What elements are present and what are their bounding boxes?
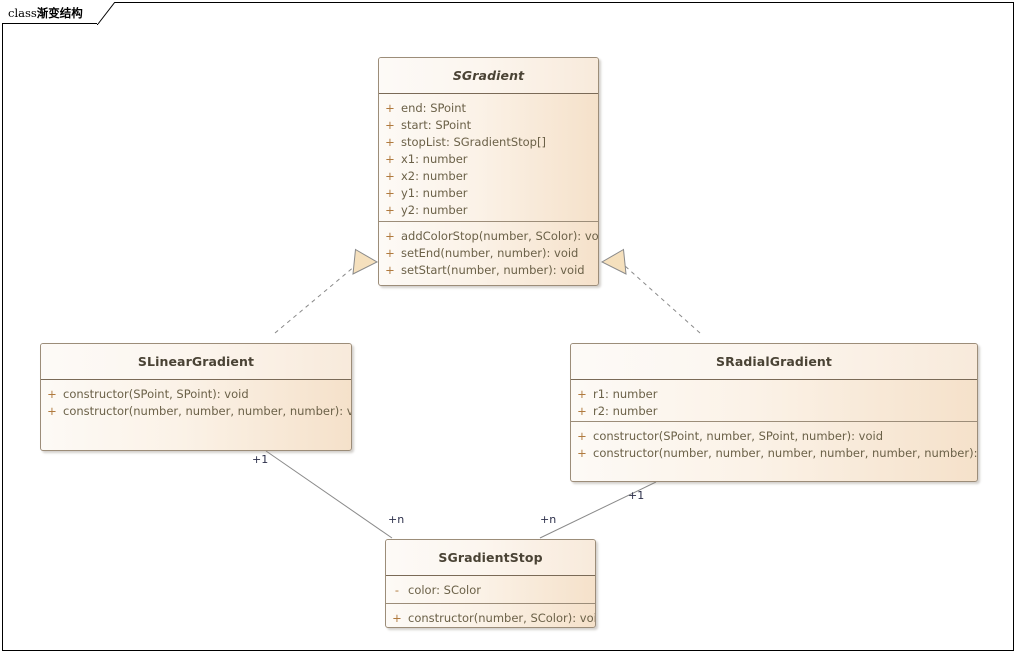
operations-compartment-sgradientstop: + constructor(number, SColor): void [386,603,595,627]
attributes-compartment-sradialgradient: + r1: number + r2: number [571,380,977,421]
member-signature: setEnd(number, number): void [401,246,579,260]
operation-row: + addColorStop(number, SColor): void [379,228,598,245]
class-header-sradialgradient: SRadialGradient [571,344,977,380]
visibility-marker: + [47,404,57,418]
class-header-slineargradient: SLinearGradient [41,344,351,380]
attribute-row: + stopList: SGradientStop[] [379,134,594,151]
member-signature: constructor(number, SColor): void [408,611,596,625]
visibility-marker: + [385,135,395,149]
visibility-marker: + [385,152,395,166]
class-box-sgradientstop[interactable]: SGradientStop - color: SColor + construc… [385,539,596,628]
visibility-marker: + [577,429,587,443]
multiplicity-radial-target: +n [540,513,557,526]
attribute-row: + y2: number [379,202,594,219]
class-box-sgradient[interactable]: SGradient + end: SPoint + start: SPoint … [378,57,599,286]
attribute-row: + r2: number [571,403,973,420]
operations-compartment-sgradient: + addColorStop(number, SColor): void + s… [379,221,598,285]
attribute-row: + end: SPoint [379,100,594,117]
class-name-sgradientstop: SGradientStop [438,550,543,565]
class-name-sgradient: SGradient [452,68,525,83]
member-signature: start: SPoint [401,118,472,132]
member-signature: color: SColor [408,583,481,597]
member-signature: r2: number [593,404,658,418]
visibility-marker: + [385,246,395,260]
attribute-row: + r1: number [571,386,973,403]
visibility-marker: + [385,186,395,200]
attribute-row: + x2: number [379,168,594,185]
member-signature: x1: number [401,152,468,166]
operation-row: + setStart(number, number): void [379,262,594,279]
member-signature: constructor(SPoint, SPoint): void [63,387,249,401]
operation-row: + constructor(SPoint, number, SPoint, nu… [571,428,973,445]
frame-label-keyword: class [8,6,37,20]
member-signature: stopList: SGradientStop[] [401,135,546,149]
class-header-sgradient: SGradient [379,58,598,94]
operations-compartment-sradialgradient: + constructor(SPoint, number, SPoint, nu… [571,421,977,468]
member-signature: y2: number [401,203,468,217]
attributes-compartment-sgradientstop: - color: SColor [386,576,595,603]
visibility-marker: + [577,404,587,418]
visibility-marker: + [385,263,395,277]
member-signature: setStart(number, number): void [401,263,585,277]
class-name-slineargradient: SLinearGradient [137,354,255,369]
visibility-marker: + [385,101,395,115]
member-signature: constructor(number, number, number, numb… [63,404,352,418]
class-box-slineargradient[interactable]: SLinearGradient + constructor(SPoint, SP… [40,343,352,451]
attribute-row: - color: SColor [386,582,591,599]
visibility-marker: + [385,169,395,183]
member-signature: end: SPoint [401,101,467,115]
frame-label-name: 渐变结构 [36,6,83,20]
class-name-sradialgradient: SRadialGradient [716,354,832,369]
multiplicity-radial-source: +1 [628,489,645,502]
frame-label-tab: class渐变结构 [2,2,116,25]
frame-label-text: class渐变结构 [8,2,83,24]
visibility-marker: + [577,446,587,460]
multiplicity-linear-target: +n [388,513,405,526]
member-signature: constructor(number, number, number, numb… [593,446,978,460]
operation-row: + setEnd(number, number): void [379,245,594,262]
member-signature: r1: number [593,387,658,401]
frame-tab-corner-icon [97,2,116,25]
visibility-marker: - [394,583,400,597]
multiplicity-linear-source: +1 [252,453,269,466]
visibility-marker: + [392,611,402,625]
member-signature: addColorStop(number, SColor): void [401,229,599,243]
class-box-sradialgradient[interactable]: SRadialGradient + r1: number + r2: numbe… [570,343,978,482]
visibility-marker: + [577,387,587,401]
member-signature: constructor(SPoint, number, SPoint, numb… [593,429,884,443]
attributes-compartment-sgradient: + end: SPoint + start: SPoint + stopList… [379,94,598,221]
operation-row: + constructor(SPoint, SPoint): void [41,386,347,403]
operation-row: + constructor(number, SColor): void [386,610,595,627]
member-signature: y1: number [401,186,468,200]
attribute-row: + y1: number [379,185,594,202]
operation-row: + constructor(number, number, number, nu… [41,403,351,420]
visibility-marker: + [385,203,395,217]
operations-compartment-slineargradient: + constructor(SPoint, SPoint): void + co… [41,380,351,426]
operation-row: + constructor(number, number, number, nu… [571,445,977,462]
class-header-sgradientstop: SGradientStop [386,540,595,576]
visibility-marker: + [385,229,395,243]
visibility-marker: + [385,118,395,132]
member-signature: x2: number [401,169,468,183]
visibility-marker: + [47,387,57,401]
attribute-row: + x1: number [379,151,594,168]
attribute-row: + start: SPoint [379,117,594,134]
